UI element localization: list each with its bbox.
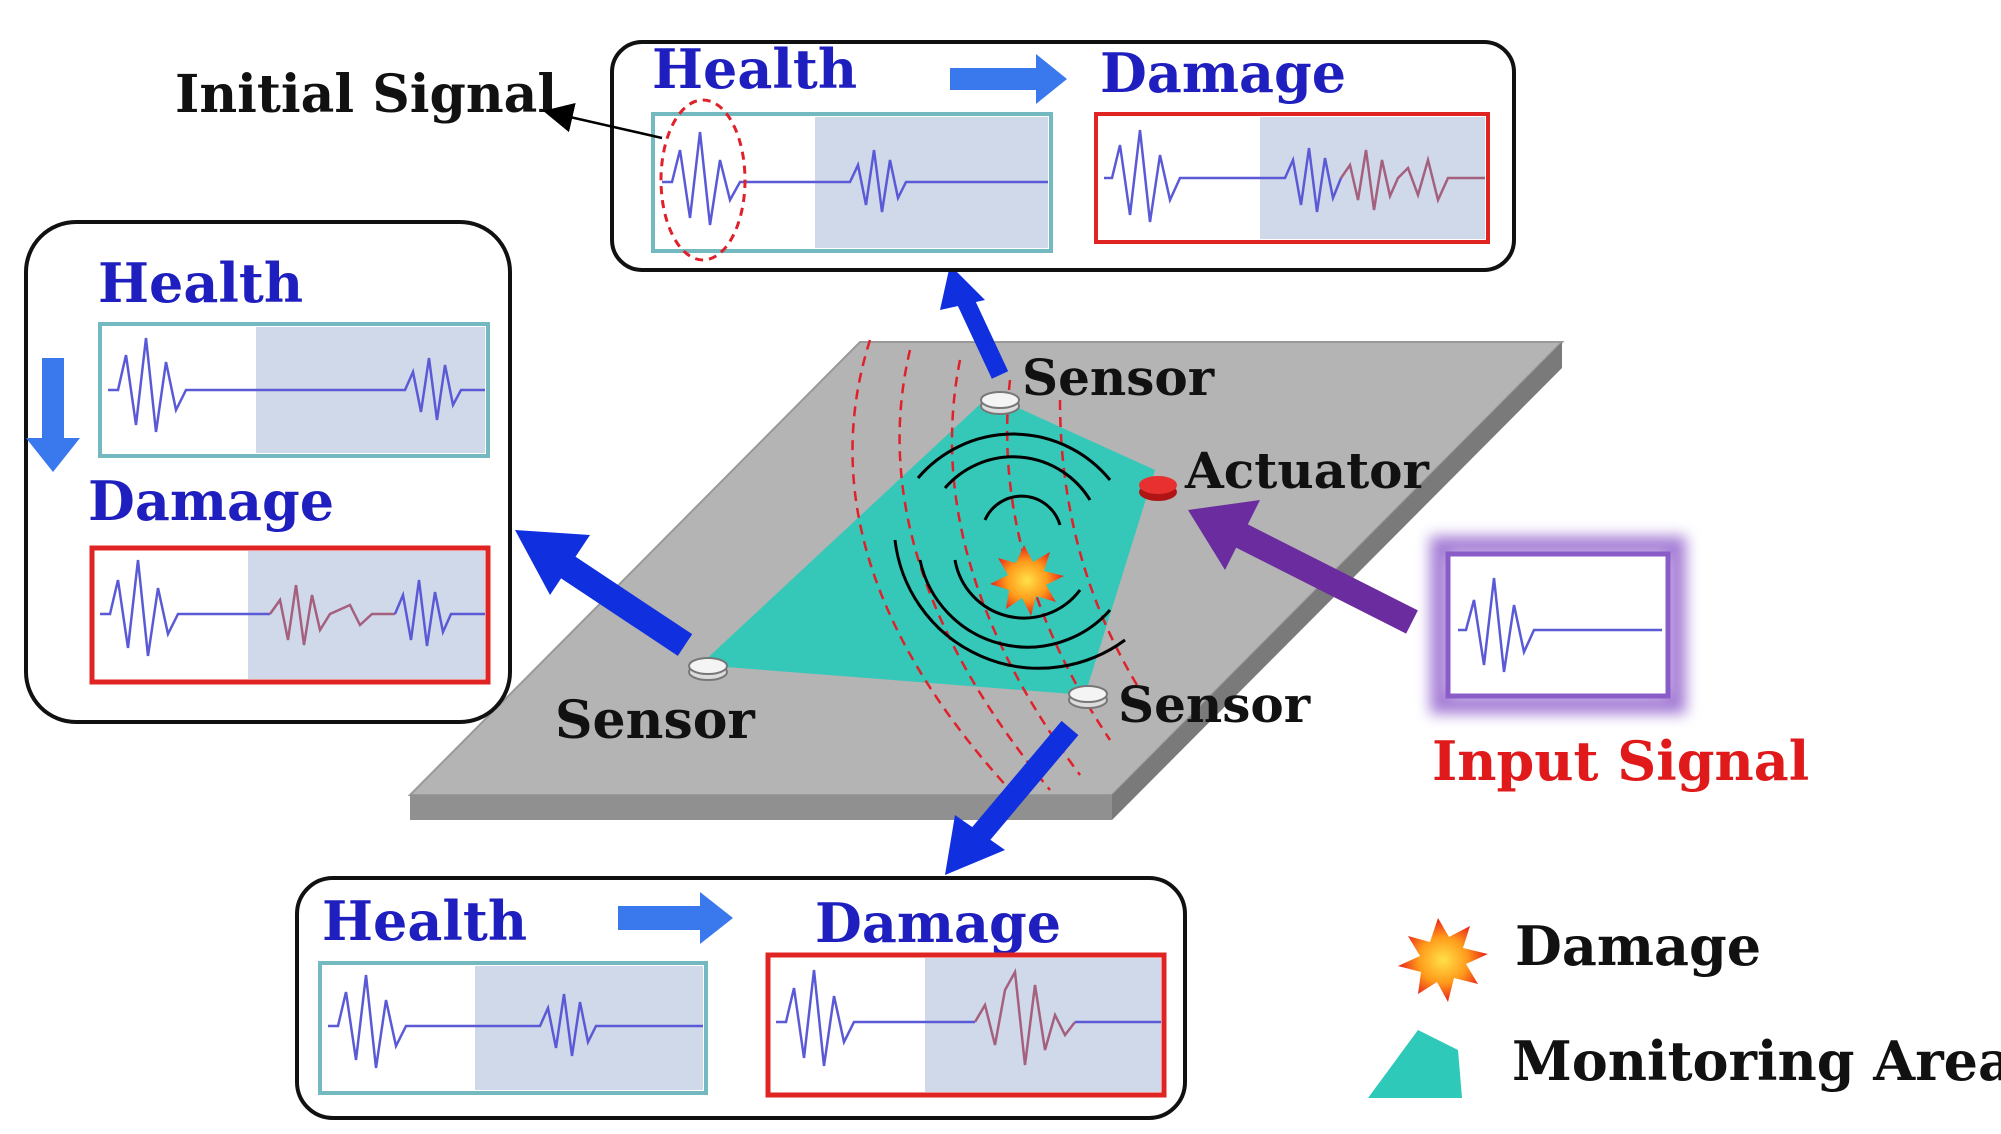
bottom-damage-waveform [776, 969, 975, 1067]
arrow-input-to-actuator [1188, 500, 1418, 634]
top-health-label: Health [652, 37, 857, 101]
wave-arcs [893, 432, 1126, 670]
sensor-left-icon [688, 657, 728, 681]
bottom-panel: Health Damage [295, 876, 1187, 1120]
left-damage-waveform [100, 559, 270, 657]
legend-damage-label: Damage [1515, 914, 1761, 978]
top-damage-waveform [1104, 129, 1343, 223]
legend-monitoring-area-label: Monitoring Area [1512, 1029, 2001, 1093]
bottom-health-label: Health [322, 889, 527, 953]
actuator-icon [1139, 476, 1177, 501]
left-health-waveform [108, 337, 485, 433]
legend: Damage Monitoring Area [1368, 914, 2001, 1098]
bottom-health-to-damage-arrow [618, 892, 733, 944]
damage-star-icon [990, 545, 1064, 616]
initial-signal-pointer [543, 102, 663, 140]
left-damage-label: Damage [88, 469, 334, 533]
legend-monitoring-area-icon [1368, 1030, 1462, 1098]
left-damage-waveform-tail [393, 579, 485, 647]
left-damage-echo-waveform [268, 584, 395, 646]
left-panel: Health Damage [24, 220, 512, 724]
arrow-to-bottom-panel [945, 720, 1079, 875]
top-health-to-damage-arrow [950, 54, 1067, 104]
top-panel: Health Damage [610, 37, 1516, 272]
initial-signal-label: Initial Signal [175, 64, 557, 125]
actuator-label: Actuator [1184, 441, 1430, 500]
sensor-bottom-icon [1068, 685, 1108, 709]
left-health-to-damage-arrow [26, 358, 80, 472]
bottom-damage-echo-waveform [973, 967, 1076, 1066]
input-signal-box [1430, 536, 1686, 714]
top-health-waveform [662, 131, 1048, 226]
top-damage-label: Damage [1100, 41, 1346, 105]
top-damage-echo-waveform [1339, 149, 1485, 211]
plate-side [410, 795, 1112, 820]
bottom-damage-label: Damage [815, 891, 1061, 955]
legend-damage-star-icon [1398, 918, 1488, 1002]
input-signal-waveform [1458, 577, 1662, 673]
input-signal-label: Input Signal [1432, 729, 1809, 793]
sensor-top-icon [980, 391, 1020, 415]
monitoring-area [700, 395, 1155, 695]
left-health-label: Health [98, 251, 303, 315]
arrow-to-left-panel [515, 530, 693, 656]
sensor-top-label: Sensor [1022, 348, 1215, 407]
sensor-left-label: Sensor [555, 690, 755, 751]
initial-signal-highlight [659, 98, 747, 262]
sensor-bottom-label: Sensor [1118, 675, 1311, 734]
arrow-to-top-panel [940, 265, 1009, 379]
bottom-health-waveform [328, 974, 703, 1069]
